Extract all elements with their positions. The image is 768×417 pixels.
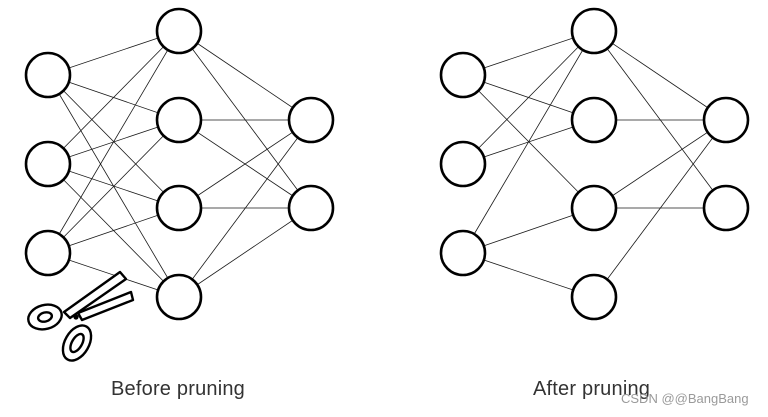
connection-edge [178,30,312,209]
neuron-node [702,184,750,232]
neuron-node [155,7,203,55]
neuron-node [287,184,335,232]
connection-edge [593,119,727,209]
connection-edge [178,30,312,121]
connection-edge [593,119,727,298]
neuron-node [702,96,750,144]
caption-after-pruning: After pruning [533,378,651,400]
connection-edge [47,30,180,254]
network-after-pruning [439,7,750,321]
neuron-node [570,184,618,232]
watermark-text: CSDN @@BangBang [621,391,749,406]
connection-edge [178,207,312,298]
network-before-pruning [24,7,335,321]
neuron-node [155,184,203,232]
neuron-node [287,96,335,144]
neuron-node [570,7,618,55]
neuron-node [570,273,618,321]
neuron-node [439,51,487,99]
neuron-node [24,140,72,188]
neuron-node [439,140,487,188]
connection-edge [462,30,595,254]
neuron-node [24,229,72,277]
connection-edge [178,119,312,298]
caption-before-pruning: Before pruning [111,378,246,400]
scissors-icon [27,270,135,362]
neuron-node [155,273,203,321]
connection-edge [47,30,180,165]
neuron-node [24,51,72,99]
neuron-node [439,229,487,277]
neuron-node [155,96,203,144]
connection-edge [47,119,180,254]
connection-edge [178,119,312,209]
connection-edge [462,30,595,165]
connection-edge [593,30,727,121]
neuron-node [570,96,618,144]
connection-edge [593,30,727,209]
